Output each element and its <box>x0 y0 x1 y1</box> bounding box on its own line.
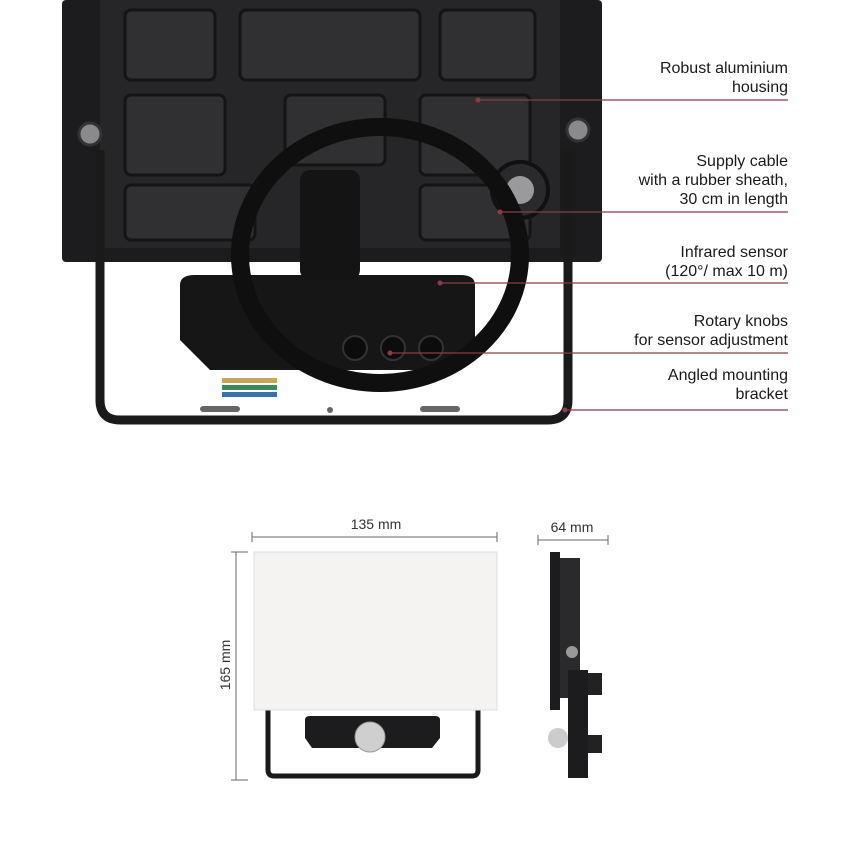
callout-lines <box>390 99 788 411</box>
callout-sensor-line2: (120°/ max 10 m) <box>665 263 788 280</box>
callout-housing-line1: Robust aluminium <box>660 60 788 77</box>
dimension-width: 135 mm <box>351 516 402 532</box>
dimension-lines <box>231 532 609 781</box>
callout-sensor-line1: Infrared sensor <box>680 244 788 261</box>
rotary-knobs <box>342 335 444 361</box>
callout-bracket-line1: Angled mounting <box>668 367 788 384</box>
dimension-height: 165 mm <box>217 640 233 691</box>
callout-cable-line2: with a rubber sheath, <box>638 172 788 189</box>
floodlight-front-view <box>253 551 498 779</box>
callout-cable-line3: 30 cm in length <box>679 191 788 208</box>
dimension-depth: 64 mm <box>551 519 594 535</box>
callout-bracket-line2: bracket <box>736 386 789 403</box>
callout-knobs-line1: Rotary knobs <box>694 313 788 330</box>
floodlight-back-view <box>62 0 602 425</box>
callout-housing-line2: housing <box>732 79 788 96</box>
floodlight-side-view <box>548 552 602 778</box>
callout-knobs-line2: for sensor adjustment <box>634 332 788 349</box>
callout-cable-line1: Supply cable <box>696 153 788 170</box>
